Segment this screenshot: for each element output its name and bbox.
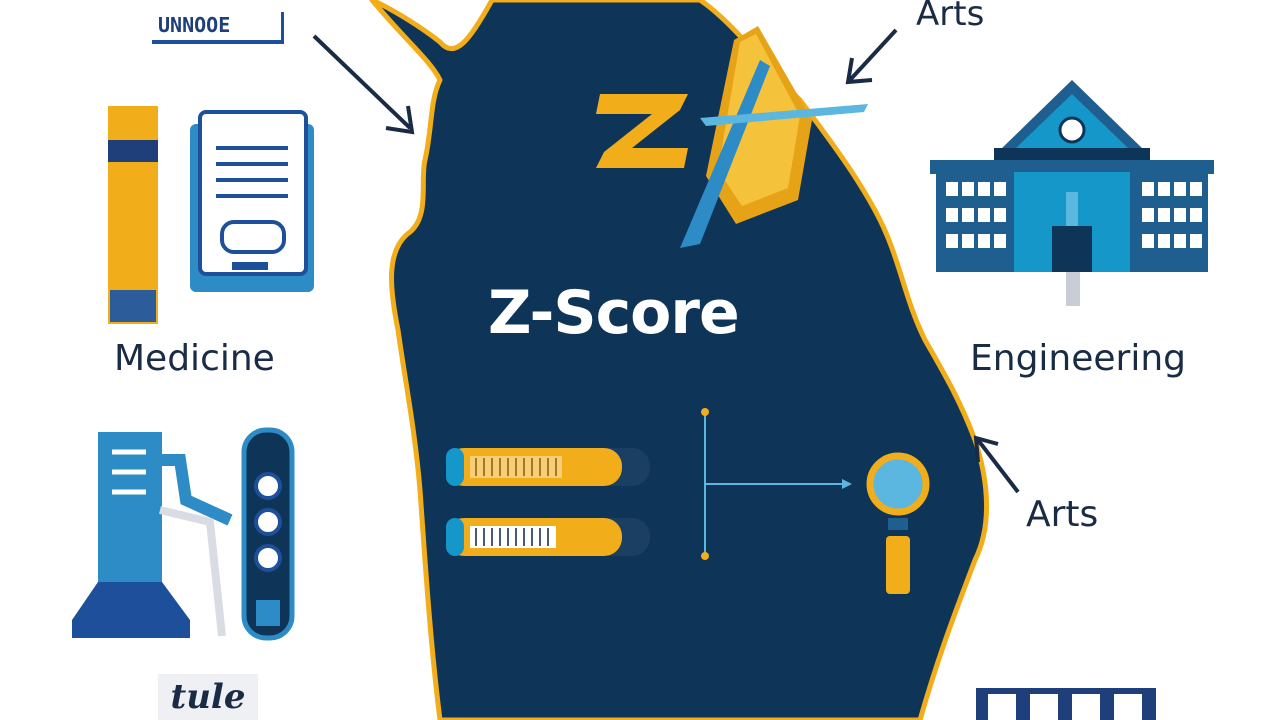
building-partial-icon	[976, 688, 1156, 720]
label-arts-right: Arts	[1026, 494, 1099, 535]
label-arts-top: Arts	[916, 0, 985, 34]
page-title: Z-Score	[488, 278, 740, 348]
badge-text: UNNOOE	[158, 13, 231, 37]
document-icon	[190, 110, 314, 292]
arrow-icon	[845, 28, 898, 85]
arrow-icon	[312, 34, 415, 135]
axis-lines	[701, 408, 852, 560]
label-medicine: Medicine	[114, 338, 275, 379]
arrow-icon	[973, 435, 1020, 494]
laboratory-equipment-icon	[72, 427, 295, 641]
magnifier-icon	[866, 452, 930, 594]
book-icon	[108, 106, 158, 324]
top-left-badge: UNNOOE	[152, 12, 284, 44]
label-engineering: Engineering	[970, 338, 1186, 379]
university-building-icon	[930, 80, 1214, 306]
bottom-left-script-text: tule	[158, 674, 258, 720]
z-emblem	[596, 26, 868, 248]
progress-bar-icon	[446, 448, 650, 486]
progress-bar-icon	[446, 518, 650, 556]
